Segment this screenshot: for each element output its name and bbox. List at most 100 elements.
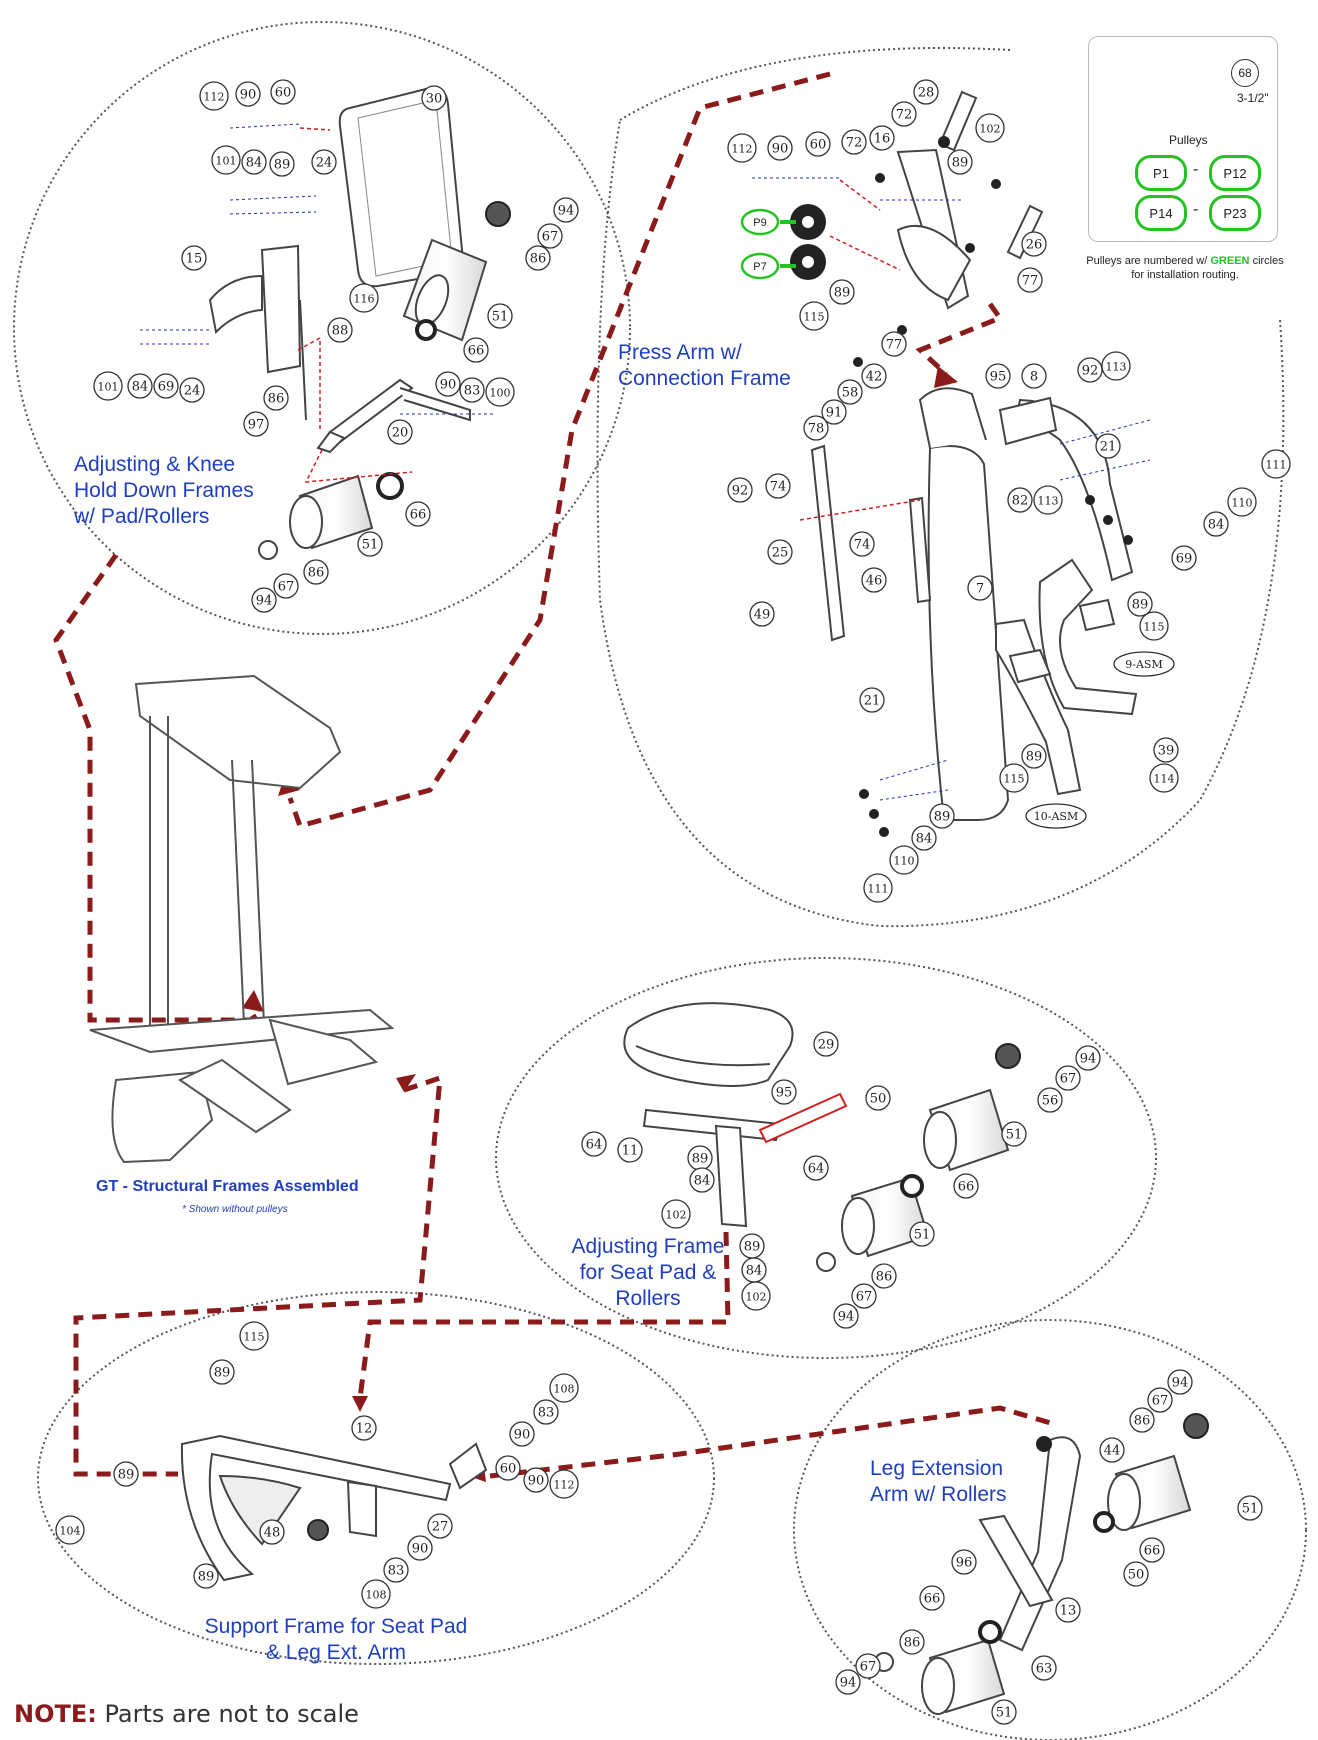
svg-text:95: 95: [990, 370, 1007, 385]
svg-text:77: 77: [1022, 274, 1039, 289]
svg-text:86: 86: [268, 392, 285, 407]
callout-89: 89: [209, 1359, 235, 1385]
callout-94: 94: [835, 1669, 861, 1695]
svg-text:69: 69: [158, 380, 175, 395]
callout-90: 90: [767, 135, 793, 161]
callout-66: 66: [463, 337, 489, 363]
callout-89: 89: [687, 1145, 713, 1171]
callout-111: 111: [863, 873, 893, 903]
svg-text:84: 84: [246, 156, 263, 171]
callout-51: 51: [909, 1221, 935, 1247]
svg-text:94: 94: [256, 594, 273, 609]
part-collar-66-leg-bottom: [978, 1620, 1002, 1644]
callout-89: 89: [929, 803, 955, 829]
svg-text:97: 97: [248, 418, 265, 433]
callout-110: 110: [889, 845, 919, 875]
callout-101: 101: [93, 371, 123, 401]
callout-86: 86: [303, 559, 329, 585]
callout-12: 12: [351, 1415, 377, 1441]
svg-text:72: 72: [896, 108, 913, 123]
svg-text:90: 90: [412, 1542, 429, 1557]
svg-text:92: 92: [732, 484, 749, 499]
callout-72: 72: [891, 101, 917, 127]
callout-86: 86: [263, 385, 289, 411]
svg-text:60: 60: [275, 86, 292, 101]
svg-text:89: 89: [952, 156, 969, 171]
callout-89: 89: [739, 1233, 765, 1259]
callout-56: 56: [1037, 1087, 1063, 1113]
callout-102: 102: [975, 113, 1005, 143]
callout-112: 112: [549, 1469, 579, 1499]
svg-text:115: 115: [1144, 621, 1165, 634]
red-guides-press: [799, 179, 921, 521]
callout-67: 67: [1147, 1387, 1173, 1413]
svg-text:83: 83: [464, 384, 481, 399]
group-knee-outline: [13, 21, 631, 635]
callout-84: 84: [689, 1167, 715, 1193]
svg-text:77: 77: [886, 338, 903, 353]
svg-text:51: 51: [1006, 1128, 1023, 1143]
group-press-outline: [596, 47, 1285, 928]
svg-text:108: 108: [366, 1589, 387, 1602]
note: NOTE: Parts are not to scale: [14, 1700, 359, 1728]
oval-callout-10-ASM: 10-ASM: [1025, 803, 1087, 829]
svg-text:51: 51: [492, 310, 509, 325]
svg-text:115: 115: [804, 311, 825, 324]
callout-39: 39: [1153, 737, 1179, 763]
callout-24: 24: [311, 149, 337, 175]
svg-text:86: 86: [308, 566, 325, 581]
svg-text:51: 51: [362, 538, 379, 553]
svg-text:92: 92: [1082, 364, 1099, 379]
svg-text:66: 66: [924, 1592, 941, 1607]
callout-28: 28: [913, 79, 939, 105]
svg-text:83: 83: [538, 1406, 555, 1421]
part-knob-94-leg: [1183, 1413, 1209, 1439]
svg-text:25: 25: [772, 546, 789, 561]
svg-text:30: 30: [426, 92, 443, 107]
svg-text:67: 67: [278, 580, 295, 595]
note-prefix: NOTE:: [14, 1700, 97, 1728]
callout-67: 67: [1055, 1065, 1081, 1091]
callout-89: 89: [829, 279, 855, 305]
callout-91: 91: [821, 399, 847, 425]
svg-text:51: 51: [996, 1706, 1013, 1721]
svg-text:84: 84: [746, 1264, 763, 1279]
callout-113: 113: [1101, 351, 1131, 381]
svg-text:82: 82: [1012, 494, 1029, 509]
svg-text:112: 112: [204, 91, 225, 104]
pulleys-p9-p7: [790, 204, 826, 280]
svg-text:91: 91: [826, 406, 843, 421]
svg-text:94: 94: [840, 1676, 857, 1691]
legend-p23: P23: [1209, 195, 1261, 231]
callout-86: 86: [1129, 1407, 1155, 1433]
callout-90: 90: [235, 81, 261, 107]
svg-text:7: 7: [976, 582, 984, 597]
svg-text:49: 49: [754, 608, 771, 623]
label-knee-group: Adjusting & Knee Hold Down Frames w/ Pad…: [74, 453, 254, 528]
callout-95: 95: [771, 1079, 797, 1105]
part-handle-10-asm: [995, 618, 1082, 796]
svg-text:89: 89: [934, 810, 951, 825]
svg-text:86: 86: [530, 252, 547, 267]
arrow-knee-frame: [242, 990, 264, 1012]
callout-29: 29: [813, 1031, 839, 1057]
callout-92: 92: [1077, 357, 1103, 383]
arrow-support-12: [352, 1396, 368, 1412]
callout-108: 108: [361, 1579, 391, 1609]
svg-text:8: 8: [1030, 370, 1038, 385]
callout-13: 13: [1055, 1597, 1081, 1623]
callout-69: 69: [1171, 545, 1197, 571]
callout-67: 67: [273, 573, 299, 599]
callout-51: 51: [991, 1699, 1017, 1725]
svg-text:9-ASM: 9-ASM: [1125, 658, 1162, 671]
svg-text:110: 110: [894, 855, 915, 868]
svg-text:89: 89: [1132, 598, 1149, 613]
callout-115: 115: [799, 301, 829, 331]
label-gt-title: GT - Structural Frames Assembled: [96, 1178, 359, 1195]
callout-90: 90: [407, 1535, 433, 1561]
connector-legext-to-support: [489, 1405, 1055, 1479]
callout-51: 51: [487, 303, 513, 329]
svg-text:67: 67: [856, 1290, 873, 1305]
svg-text:112: 112: [732, 143, 753, 156]
